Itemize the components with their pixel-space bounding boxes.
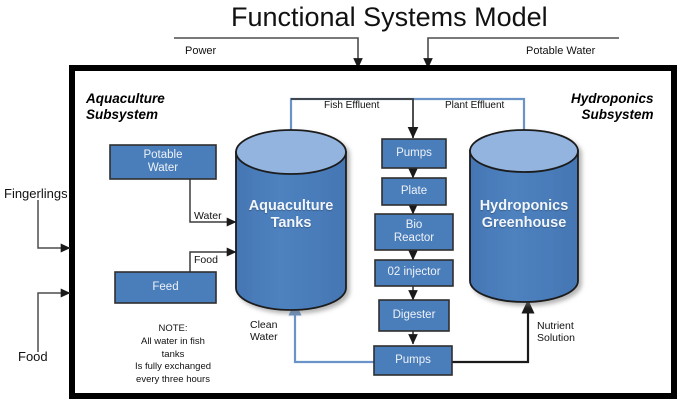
o2-injector-box-shape[interactable]	[374, 259, 454, 287]
plant-effluent-label: Plant Effluent	[445, 100, 505, 111]
potable-water-input-arrow	[423, 37, 619, 69]
fish-effluent-label: Fish Effluent	[324, 100, 380, 111]
feed-box-shape[interactable]	[114, 271, 217, 304]
plant-effluent-path	[413, 97, 526, 130]
power-input-label: Power	[185, 45, 217, 57]
pumps-top-box-shape[interactable]	[381, 138, 447, 169]
clean-water-label: Clean Water	[250, 319, 278, 344]
digester-box-shape[interactable]	[378, 299, 450, 332]
potable-water-input-label: Potable Water	[526, 45, 596, 57]
hydroponics-greenhouse-shape	[469, 129, 579, 303]
clean-water-arrow	[288, 301, 374, 364]
hydroponics-subsystem-label: Hydroponics Subsystem	[571, 91, 654, 123]
food-input-arrow	[37, 288, 71, 352]
food-flow-label: Food	[194, 254, 218, 266]
note-text: NOTE: All water in fish tanks Is fully e…	[134, 323, 212, 386]
page-title: Functional Systems Model	[231, 2, 548, 32]
aquaculture-subsystem-label: Aquaculture Subsystem	[86, 91, 165, 123]
plate-box-shape[interactable]	[381, 177, 447, 206]
water-flow-arrow	[189, 179, 237, 227]
food-input-label: Food	[18, 349, 48, 364]
food-flow-arrow	[189, 247, 237, 272]
fingerlings-input-label: Fingerlings	[4, 186, 68, 201]
potable-water-box-shape[interactable]	[109, 144, 217, 180]
nutrient-solution-arrow	[452, 299, 535, 364]
power-input-arrow	[174, 37, 363, 69]
water-flow-label: Water	[194, 210, 222, 222]
bio-reactor-box-shape[interactable]	[374, 213, 454, 251]
aquaculture-tanks-shape	[235, 129, 347, 311]
nutrient-solution-label: Nutrient Solution	[537, 320, 575, 345]
effluent-to-pumps-arrow	[291, 98, 419, 139]
fingerlings-input-arrow	[37, 200, 71, 253]
pumps-bottom-box-shape[interactable]	[373, 345, 453, 376]
